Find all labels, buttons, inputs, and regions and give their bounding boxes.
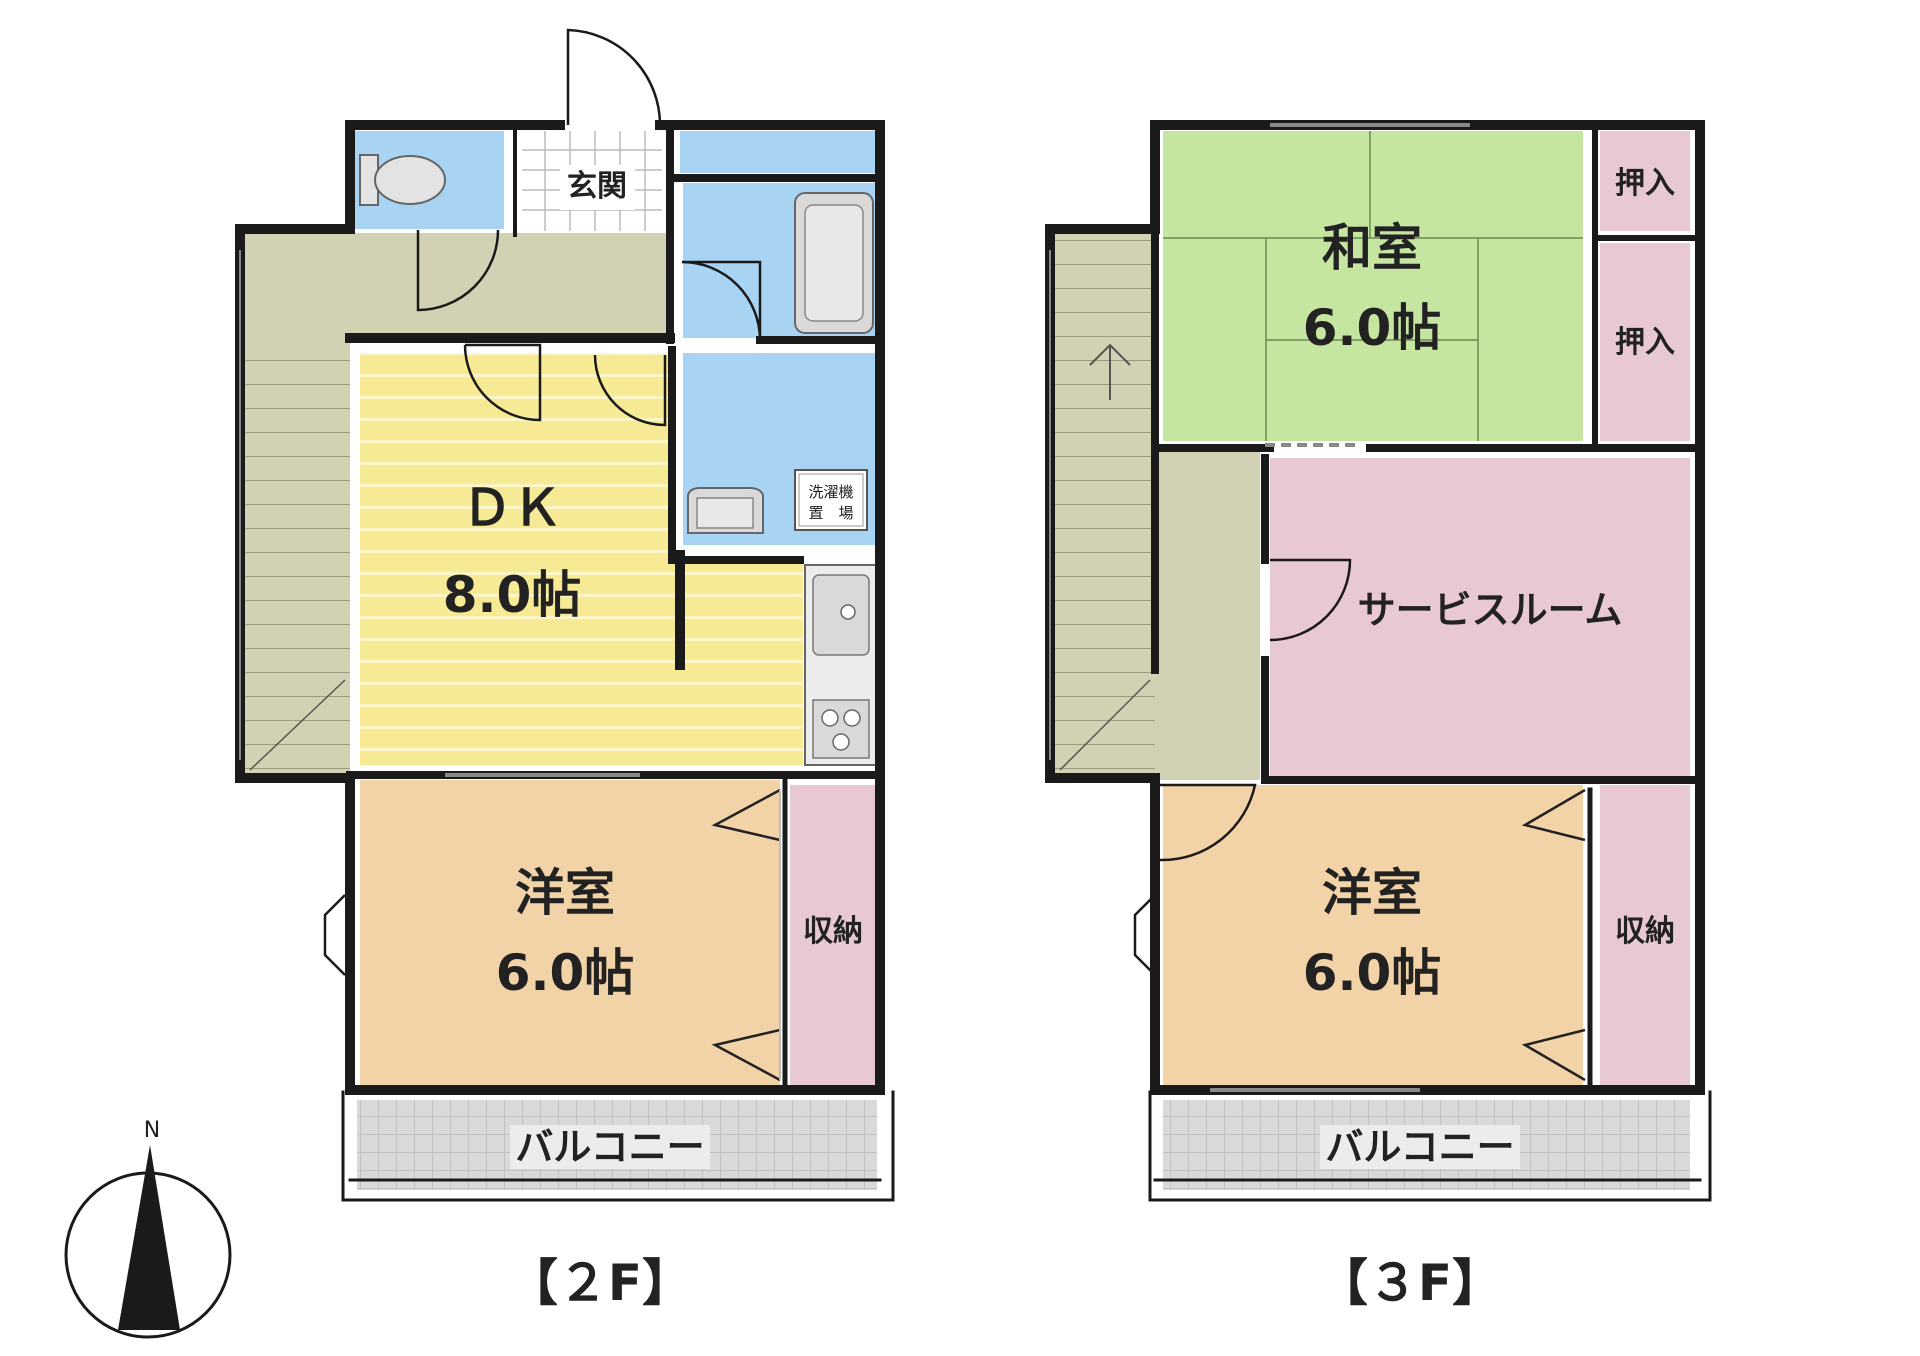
service-room [1270,458,1690,778]
western-room-2f [360,780,780,1085]
storage-2f-label: 収納 [803,914,863,949]
closet-top-label: 押入 [1615,166,1675,201]
floor-3f-label: 【３F】 [1318,1254,1502,1312]
japanese-room-size: 6.0帖 [1303,299,1442,357]
compass-north-label: N [144,1118,160,1143]
balcony-2f-label: バルコニー [515,1125,704,1169]
dk-room-name: ＤＫ [462,479,562,537]
balcony-3f-label: バルコニー [1325,1125,1514,1169]
storage-3f [1600,785,1690,1085]
storage-3f-label: 収納 [1615,914,1675,949]
hallway-2f [240,233,670,338]
hallway-3f [1155,445,1260,780]
stairs-3f [1050,233,1155,778]
stairs-2f [240,338,350,778]
western-3f-name: 洋室 [1322,864,1422,922]
dk-room-size: 8.0帖 [443,566,582,624]
storage-2f [790,785,875,1085]
wet-strip [680,131,880,173]
closet-mid [1600,243,1690,441]
bathtub-icon [794,192,874,334]
floor-3f: 和室 6.0帖 押入 押入 サービスルーム 洋室 6.0帖 収納 バルコニー 【… [1045,120,1712,1312]
japanese-room-name: 和室 [1322,219,1422,277]
entrance-label: 玄関 [567,169,627,204]
washer-label-2: 置 場 [808,504,853,522]
floor-2f-label: 【２F】 [508,1254,692,1312]
western-2f-size: 6.0帖 [496,944,635,1002]
toilet-icon [359,154,446,206]
western-3f-size: 6.0帖 [1303,944,1442,1002]
compass-icon: N [64,1118,232,1339]
washer-label-1: 洗濯機 [808,483,853,501]
walls-3f [1045,120,1712,1202]
closet-top [1600,131,1690,231]
western-2f-name: 洋室 [515,864,615,922]
service-room-label: サービスルーム [1358,588,1623,632]
washbasin-icon [687,487,764,534]
doors-2f [239,28,762,976]
closet-mid-label: 押入 [1615,325,1675,360]
dining-kitchen [360,353,668,765]
floor-2f: 洗濯機 置 場 [235,28,895,1312]
washer-space: 洗濯機 置 場 [794,469,868,531]
doors-3f [1049,123,1470,1092]
kitchen-counter [804,564,878,766]
western-room-3f [1163,785,1583,1085]
japanese-room [1163,131,1583,441]
